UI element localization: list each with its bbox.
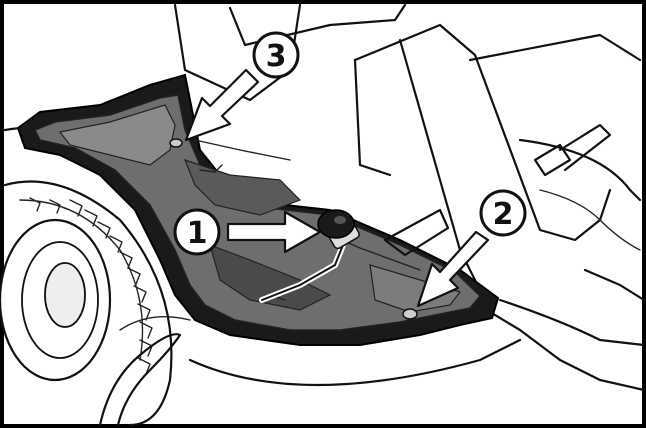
deck-panel-pedal-slot — [209, 244, 332, 311]
deck-panel-right — [369, 264, 462, 313]
callout-1: 1 — [173, 208, 221, 256]
arrow-3 — [184, 68, 260, 142]
deck-panel-left — [58, 104, 176, 166]
screw-hole-left — [169, 138, 183, 148]
footplate — [16, 73, 500, 346]
deck-panel-middle — [183, 159, 302, 216]
callout-3-label: 3 — [266, 39, 287, 74]
screw-holes — [169, 138, 418, 320]
front-wheel — [0, 180, 182, 427]
pedal-rod — [259, 209, 360, 303]
callout-3: 3 — [252, 31, 300, 79]
callout-1-label: 1 — [187, 216, 208, 251]
callout-2: 2 — [479, 189, 527, 237]
arrow-1 — [226, 210, 322, 254]
screw-hole-right — [402, 308, 418, 320]
side-bracket — [383, 208, 450, 257]
wheel-hub — [44, 262, 86, 328]
pedal-rod-knob — [317, 209, 355, 239]
callout-2-label: 2 — [493, 197, 514, 232]
arrow-2 — [416, 230, 490, 308]
callout-arrows — [184, 68, 490, 308]
